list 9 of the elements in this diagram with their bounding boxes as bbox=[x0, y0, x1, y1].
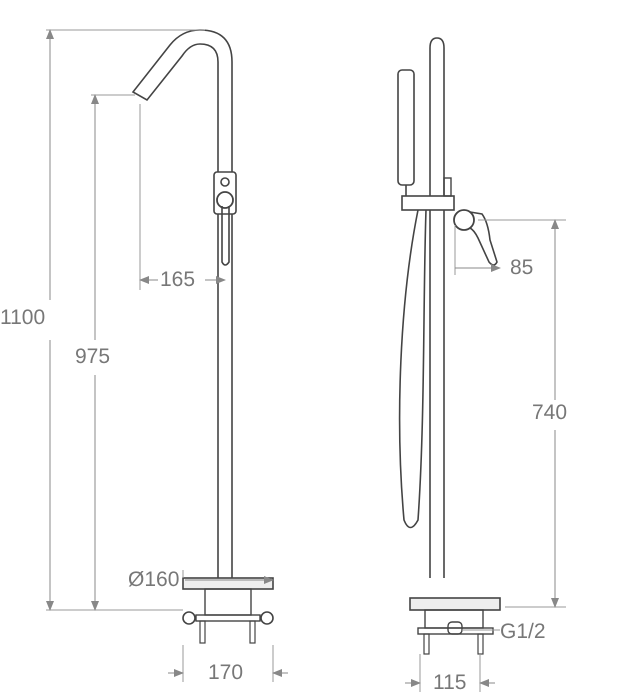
dimension-label: 85 bbox=[510, 256, 534, 280]
dimension-label: 740 bbox=[532, 401, 568, 425]
dimension-label: 165 bbox=[160, 268, 196, 292]
dimension-label: 170 bbox=[208, 661, 244, 685]
dimension-label: 115 bbox=[433, 671, 466, 695]
dimension-label: 1100 bbox=[0, 306, 46, 330]
dimension-label: Ø160 bbox=[128, 568, 180, 592]
dimension-label: G1/2 bbox=[500, 620, 546, 644]
dimension-label: 975 bbox=[75, 345, 110, 369]
